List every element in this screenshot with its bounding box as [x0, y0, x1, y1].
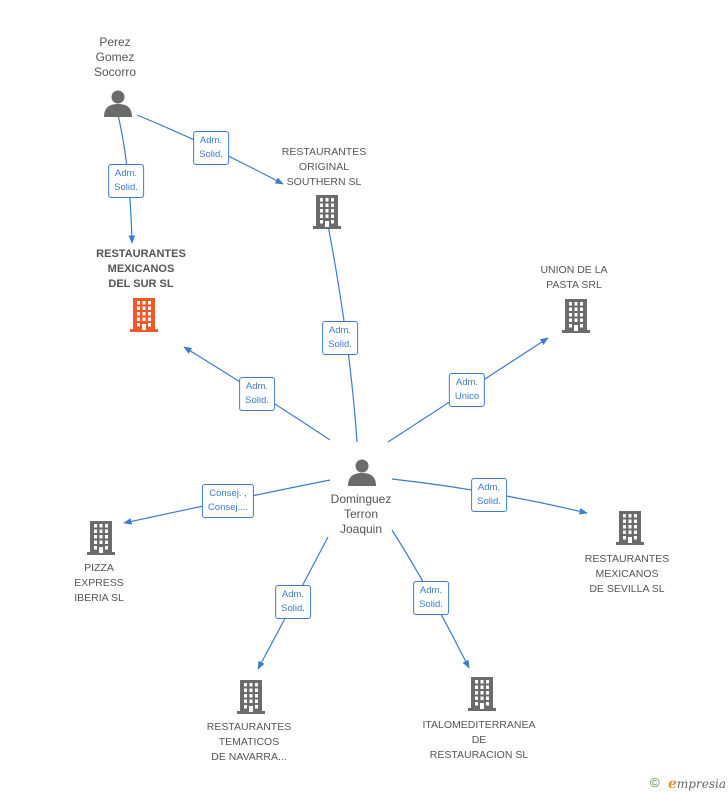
- building-icon-pizza_express[interactable]: [85, 521, 117, 560]
- building-icon-rest_sevilla[interactable]: [614, 511, 646, 550]
- person-icon-dominguez[interactable]: [347, 457, 377, 492]
- node-label-rest_sevilla[interactable]: RESTAURANTES MEXICANOS DE SEVILLA SL: [584, 553, 670, 595]
- node-label-perez[interactable]: Perez Gomez Socorro: [93, 35, 137, 79]
- edge-label-perez-rest_original[interactable]: Adm. Solid.: [193, 131, 229, 165]
- edge-label-dominguez-rest_original[interactable]: Adm. Solid.: [322, 321, 358, 355]
- empresia-logo[interactable]: empresia: [668, 776, 726, 792]
- edge-label-dominguez-rest_mex_sur[interactable]: Adm. Solid.: [239, 377, 275, 411]
- edge-label-dominguez-rest_tematicos[interactable]: Adm. Solid.: [275, 585, 311, 619]
- node-label-rest_original[interactable]: RESTAURANTES ORIGINAL SOUTHERN SL: [281, 146, 367, 188]
- node-label-union_pasta[interactable]: UNION DE LA PASTA SRL: [540, 264, 608, 291]
- building-icon-union_pasta[interactable]: [560, 299, 592, 338]
- edge-label-dominguez-pizza_express[interactable]: Consej. , Consej....: [201, 484, 255, 518]
- node-label-rest_tematicos[interactable]: RESTAURANTES TEMATICOS DE NAVARRA...: [206, 721, 292, 763]
- edge-label-dominguez-italomed[interactable]: Adm. Solid.: [413, 581, 449, 615]
- building-icon-rest_original[interactable]: [311, 195, 343, 234]
- person-icon-perez[interactable]: [103, 88, 133, 123]
- building-icon-rest_tematicos[interactable]: [235, 680, 267, 719]
- building-icon-italomed[interactable]: [466, 677, 498, 716]
- node-label-rest_mex_sur[interactable]: RESTAURANTES MEXICANOS DEL SUR SL: [96, 248, 186, 290]
- edge-label-dominguez-rest_sevilla[interactable]: Adm. Solid.: [471, 478, 507, 512]
- node-label-italomed[interactable]: ITALOMEDITERRANEA DE RESTAURACION SL: [422, 719, 536, 761]
- edge-label-dominguez-union_pasta[interactable]: Adm. Unico: [448, 373, 486, 407]
- copyright-icon: ©: [650, 775, 660, 790]
- edge-label-perez-rest_mex_sur[interactable]: Adm. Solid.: [108, 164, 144, 198]
- building-icon-rest_mex_sur[interactable]: [128, 298, 160, 337]
- node-label-dominguez[interactable]: Dominguez Terron Joaquin: [330, 492, 392, 536]
- node-label-pizza_express[interactable]: PIZZA EXPRESS IBERIA SL: [74, 562, 124, 604]
